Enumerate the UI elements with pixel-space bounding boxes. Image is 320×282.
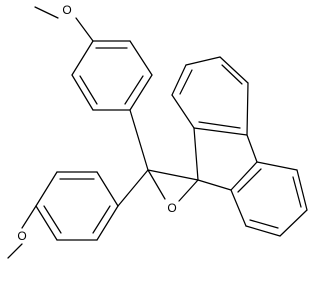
bond (179, 69, 193, 95)
bond (246, 134, 258, 163)
bond (193, 127, 248, 136)
bond (71, 74, 94, 111)
bond (147, 169, 199, 181)
lower-methoxyphenyl-ring (35, 171, 119, 241)
upper-methoxy-oxygen-label: O (62, 3, 71, 17)
bond (43, 205, 62, 234)
bond (292, 176, 302, 208)
bond (7, 243, 23, 259)
bond (219, 56, 249, 84)
bond (249, 219, 279, 229)
upper-methoxy-group (34, 6, 94, 42)
bond (129, 109, 149, 171)
epoxide-oxygen-label: O (167, 201, 176, 215)
bond (129, 40, 153, 76)
fluorene-lower-benzene-ring (230, 161, 308, 237)
bond (71, 40, 94, 76)
bond (197, 179, 232, 191)
bond (296, 169, 308, 211)
bond (256, 161, 298, 171)
bond (75, 17, 94, 42)
bond (230, 161, 258, 191)
bond (185, 56, 221, 66)
bond (198, 121, 241, 129)
epoxide-ring (147, 169, 199, 202)
bond (221, 64, 243, 85)
bond (171, 94, 195, 129)
bond (35, 205, 58, 241)
bond (237, 168, 262, 193)
lower-methoxy-group (7, 205, 37, 259)
bond (96, 171, 119, 207)
bond (21, 205, 37, 229)
upper-methoxyphenyl-ring (71, 40, 153, 111)
chemical-structure: O O O (7, 3, 308, 259)
bond (178, 179, 199, 202)
bond (92, 205, 111, 234)
bond (279, 209, 308, 237)
bond (171, 64, 187, 96)
bond (246, 82, 249, 136)
bond (96, 205, 119, 241)
bond (230, 189, 247, 227)
lower-methoxy-oxygen-label: O (17, 229, 26, 243)
bond (193, 127, 199, 181)
bond (147, 169, 166, 200)
bond (117, 169, 149, 207)
bond (124, 75, 144, 105)
bond (79, 75, 98, 105)
bond (34, 6, 59, 19)
bond (35, 171, 58, 207)
fluorene-upper-benzene-ring (171, 56, 249, 136)
fluorene-five-membered-ring (193, 127, 258, 191)
bond (129, 74, 153, 111)
bond (245, 225, 281, 237)
